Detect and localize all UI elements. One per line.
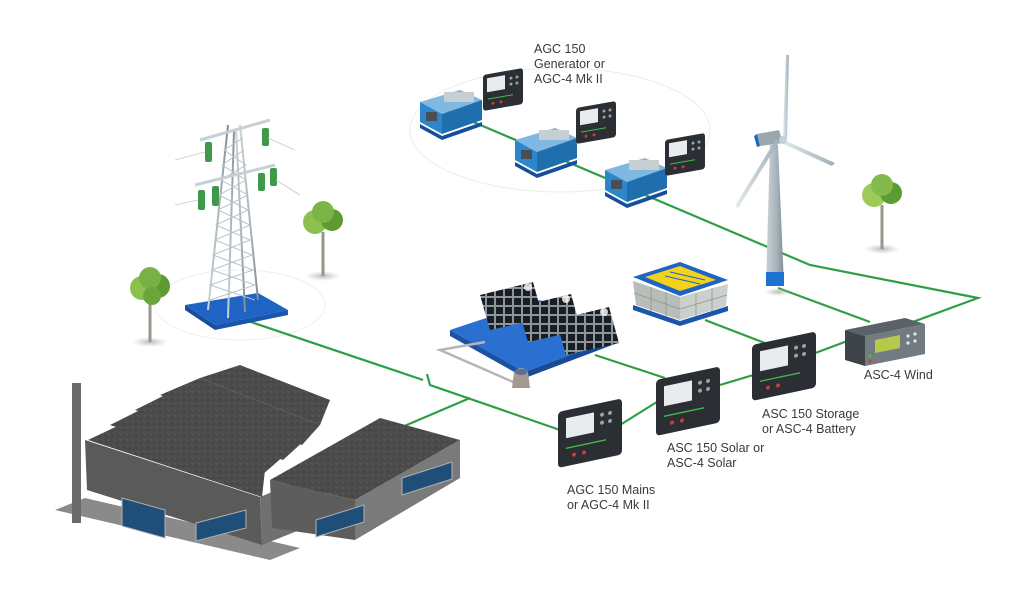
power-pylon-icon xyxy=(174,118,301,330)
controller-display-icon xyxy=(576,101,616,144)
tree-icon xyxy=(303,201,343,281)
pylon-to-mains-line xyxy=(244,318,424,382)
generator-label-line1: AGC 150 xyxy=(534,42,586,56)
genset-icon xyxy=(515,128,577,178)
solar-controller-label: ASC 150 Solar or ASC-4 Solar xyxy=(667,441,764,471)
storage-label-line2: or ASC-4 Battery xyxy=(762,422,856,436)
controller-display-icon xyxy=(558,399,622,468)
irradiance-sensor-icon xyxy=(512,368,530,388)
factory-feed-line xyxy=(394,396,471,432)
battery-storage-icon xyxy=(633,262,728,326)
wind-turbine-icon xyxy=(735,55,835,296)
mains-break-line xyxy=(425,373,561,432)
mains-label-line1: AGC 150 Mains xyxy=(567,483,656,497)
storage-to-wind-ctrl-line xyxy=(809,338,851,357)
solar-label-line2: ASC-4 Solar xyxy=(667,456,737,470)
wind-to-controller-line xyxy=(777,286,871,324)
genset-icon xyxy=(605,158,667,208)
genset-icon xyxy=(420,90,482,140)
battery-to-ctrl-line xyxy=(704,318,771,347)
controller-display-icon xyxy=(483,68,523,111)
mains-controller-label: AGC 150 Mains or AGC-4 Mk II xyxy=(567,483,655,513)
pylon-area-ring xyxy=(154,269,326,341)
wind-label-line1: ASC-4 Wind xyxy=(864,368,933,382)
wind-controller-label: ASC-4 Wind xyxy=(864,368,933,383)
solar-label-line1: ASC 150 Solar or xyxy=(667,441,765,455)
generator-area-ring xyxy=(409,67,711,193)
mains-label-line2: or AGC-4 Mk II xyxy=(567,498,650,512)
storage-controller-label: ASC 150 Storage or ASC-4 Battery xyxy=(762,407,859,437)
controller-display-icon xyxy=(752,332,816,401)
solar-field-to-ctrl-line xyxy=(594,353,666,380)
tree-icon xyxy=(862,174,902,254)
generator-controller-label: AGC 150 Generator or AGC-4 Mk II xyxy=(534,42,605,87)
controller-display-icon xyxy=(665,133,705,176)
storage-label-line1: ASC 150 Storage xyxy=(762,407,860,421)
tree-icon xyxy=(130,267,170,347)
factory-icon xyxy=(55,365,460,560)
asc4-wind-controller-icon xyxy=(845,318,925,366)
controller-display-icon xyxy=(656,367,720,436)
solar-panel-icon xyxy=(435,282,619,387)
generator-label-line2: Generator or xyxy=(534,57,605,71)
generator-label-line3: AGC-4 Mk II xyxy=(534,72,603,86)
